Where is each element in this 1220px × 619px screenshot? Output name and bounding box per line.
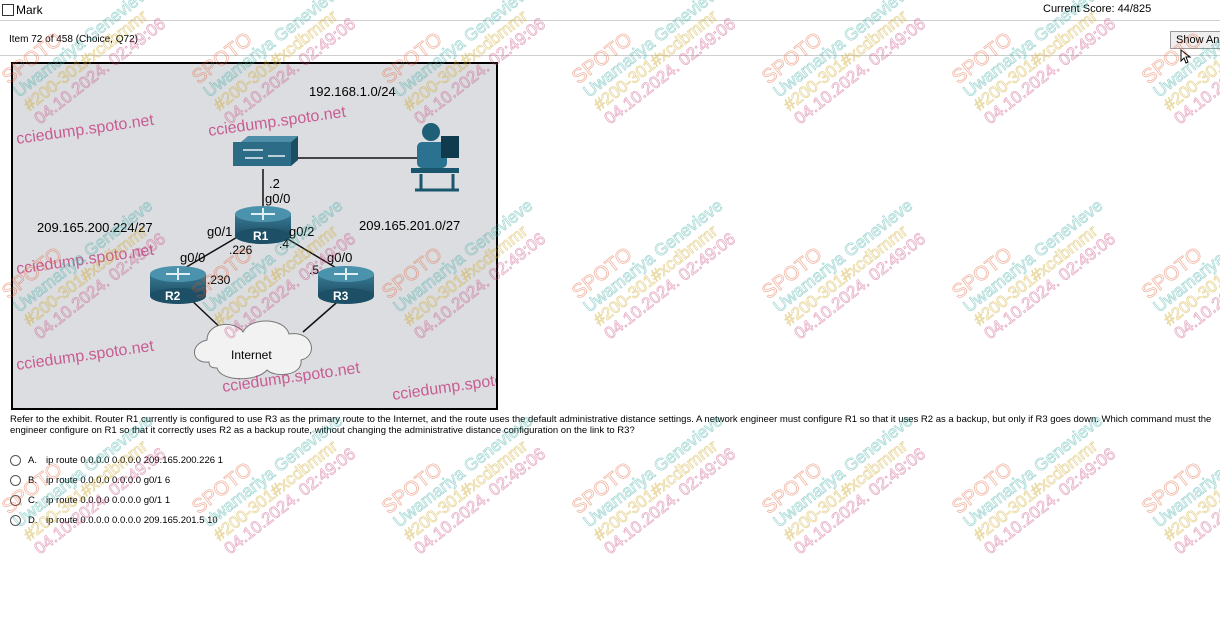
watermark-text: SPOTO: [948, 458, 1016, 518]
watermark-text: Uwamariya Genevieve: [960, 196, 1106, 316]
site-watermark: cciedump.spoto.net: [15, 112, 155, 148]
watermark-text: SPOTO: [378, 458, 446, 518]
option-text: ip route 0.0.0.0 0.0.0.0 209.165.201.5 1…: [46, 514, 218, 526]
current-score: Current Score: 44/825: [1043, 3, 1152, 15]
r1-left-octet-label: .226: [229, 243, 253, 257]
r1-left-interface-label: g0/1: [207, 224, 232, 239]
radio-button[interactable]: [10, 514, 21, 526]
watermark-text: Uwamariya Genevieve: [770, 196, 916, 316]
r3-interface-label: g0/0: [327, 250, 352, 265]
right-subnet-label: 209.165.201.0/27: [359, 218, 460, 233]
r2-octet-label: .230: [207, 273, 231, 287]
option-text: ip route 0.0.0.0 0.0.0.0 209.165.200.226…: [46, 454, 223, 466]
watermark-text: #200-301#xcdbmmr: [970, 6, 1101, 114]
watermark-text: #200-301#xcdbmmr: [780, 436, 911, 544]
watermark-text: #200-301#xcdbmmr: [780, 221, 911, 329]
watermark-text: SPOTO: [948, 243, 1016, 303]
top-bar: Mark Current Score: 44/825: [0, 0, 1220, 21]
r3-octet-label: .5: [309, 263, 319, 277]
watermark-text: #200-301#xcdbmmr: [970, 436, 1101, 544]
radio-button[interactable]: [10, 454, 21, 466]
r1-name-label: R1: [253, 229, 269, 243]
watermark-text: 04.10.2024. 02:49:06: [1171, 444, 1220, 558]
site-watermark: cciedump.spoto.net: [207, 104, 347, 140]
watermark-text: #200-301#xcdbmmr: [1160, 221, 1220, 329]
option-text: ip route 0.0.0.0 0.0.0.0 g0/1 6: [46, 474, 171, 486]
watermark-text: #200-301#xcdbmmr: [780, 6, 911, 114]
watermark-text: #200-301#xcdbmmr: [590, 6, 721, 114]
option-d[interactable]: D. ip route 0.0.0.0 0.0.0.0 209.165.201.…: [10, 510, 223, 530]
r2-name-label: R2: [165, 289, 181, 303]
watermark-text: #200-301#xcdbmmr: [970, 221, 1101, 329]
r3-name-label: R3: [333, 289, 349, 303]
watermark-text: 04.10.2024. 02:49:06: [981, 229, 1119, 343]
switch-octet-label: .2: [269, 176, 280, 191]
option-b[interactable]: B. ip route 0.0.0.0 0.0.0.0 g0/1 6: [10, 470, 223, 490]
watermark-text: 04.10.2024. 02:49:06: [1171, 229, 1220, 343]
radio-button[interactable]: [10, 494, 21, 506]
router-r3-icon: [318, 266, 374, 304]
exhibit-image: 192.168.1.0/24 .2 g0/0 g0/1 g0/2 .226 .4…: [11, 62, 498, 410]
watermark-text: #200-301#xcdbmmr: [210, 436, 341, 544]
watermark-text: Uwamariya Genevieve: [1150, 196, 1220, 316]
mark-checkbox[interactable]: Mark: [2, 3, 43, 17]
site-watermark: cciedump.spoto.net: [15, 242, 155, 278]
watermark-text: #200-301#xcdbmmr: [400, 436, 531, 544]
watermark-text: SPOTO: [568, 458, 636, 518]
watermark-text: 04.10.2024. 02:49:06: [791, 229, 929, 343]
router-r1-icon: [235, 206, 291, 244]
watermark-text: SPOTO: [1138, 243, 1206, 303]
question-text: Refer to the exhibit. Router R1 currentl…: [10, 414, 1212, 436]
watermark-text: SPOTO: [568, 243, 636, 303]
watermark-text: SPOTO: [758, 243, 826, 303]
option-text: ip route 0.0.0.0 0.0.0.0 g0/1 1: [46, 494, 171, 506]
watermark-text: 04.10.2024. 02:49:06: [601, 444, 739, 558]
router-r2-icon: [150, 266, 206, 304]
mouse-pointer-icon: [1180, 49, 1192, 64]
watermark-text: SPOTO: [758, 458, 826, 518]
option-letter: A.: [28, 454, 37, 466]
option-letter: D.: [28, 514, 38, 526]
r2-interface-label: g0/0: [180, 250, 205, 265]
watermark-text: #200-301#xcdbmmr: [1160, 436, 1220, 544]
watermark-text: 04.10.2024. 02:49:06: [981, 444, 1119, 558]
watermark-text: SPOTO: [1138, 458, 1206, 518]
option-c[interactable]: C. ip route 0.0.0.0 0.0.0.0 g0/1 1: [10, 490, 223, 510]
item-bar: Item 72 of 458 (Choice, Q72) Show An: [0, 29, 1220, 56]
watermark-text: 04.10.2024. 02:49:06: [411, 444, 549, 558]
item-info: Item 72 of 458 (Choice, Q72): [9, 34, 138, 45]
left-subnet-label: 209.165.200.224/27: [37, 220, 153, 235]
answer-options: A. ip route 0.0.0.0 0.0.0.0 209.165.200.…: [10, 450, 223, 530]
switch-icon: [233, 136, 298, 166]
watermark-text: #200-301#xcdbmmr: [590, 436, 721, 544]
pc-user-icon: [411, 123, 459, 192]
r1-right-octet-label: .4: [279, 237, 289, 251]
option-letter: C.: [28, 494, 38, 506]
mark-box[interactable]: [2, 4, 14, 16]
mark-label: Mark: [16, 3, 43, 17]
lan-subnet-label: 192.168.1.0/24: [309, 84, 396, 99]
site-watermark: cciedump.spoto.net: [391, 368, 496, 404]
r1-lan-interface-label: g0/0: [265, 191, 290, 206]
watermark-text: Uwamariya Genevieve: [580, 196, 726, 316]
watermark-text: 04.10.2024. 02:49:06: [221, 444, 359, 558]
site-watermark: cciedump.spoto.net: [15, 338, 155, 374]
watermark-text: #200-301#xcdbmmr: [590, 221, 721, 329]
option-a[interactable]: A. ip route 0.0.0.0 0.0.0.0 209.165.200.…: [10, 450, 223, 470]
watermark-text: 04.10.2024. 02:49:06: [791, 444, 929, 558]
option-letter: B.: [28, 474, 37, 486]
radio-button[interactable]: [10, 474, 21, 486]
watermark-text: 04.10.2024. 02:49:06: [601, 229, 739, 343]
r1-right-interface-label: g0/2: [289, 224, 314, 239]
show-answer-button[interactable]: Show An: [1170, 31, 1220, 49]
internet-label: Internet: [231, 348, 272, 362]
internet-cloud-icon: [194, 320, 312, 380]
